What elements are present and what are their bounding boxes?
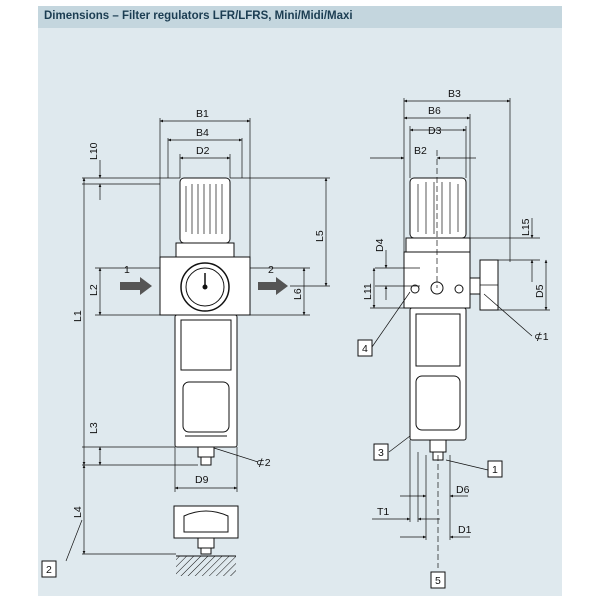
dim-B3: B3 <box>448 88 461 100</box>
dim-B1: B1 <box>196 108 209 120</box>
dim-L1: L1 <box>72 310 84 322</box>
dim-L10: L10 <box>88 142 100 160</box>
header-bar <box>38 6 562 28</box>
page-title: Dimensions – Filter regulators LFR/LFRS,… <box>44 10 353 22</box>
front-view <box>159 177 251 576</box>
port-in-label: 1 <box>124 264 130 276</box>
dim-B4: B4 <box>196 127 209 139</box>
drawing-frame <box>38 6 562 596</box>
dim-D6: D6 <box>456 484 470 496</box>
side-knob <box>409 177 467 239</box>
port-out-label: 2 <box>268 264 274 276</box>
dim-D5: D5 <box>534 284 546 298</box>
callout-5: 5 <box>435 575 441 587</box>
dim-L11: L11 <box>362 283 374 300</box>
wrench-label-2: ⊄2 <box>256 457 271 469</box>
dim-L4: L4 <box>72 506 84 518</box>
front-dimension-lines <box>65 118 330 562</box>
callout-2: 2 <box>46 564 52 576</box>
dim-L15: L15 <box>520 218 532 236</box>
wrench-label-1: ⊄1 <box>534 331 549 343</box>
dim-D1: D1 <box>458 524 472 536</box>
dim-L5: L5 <box>314 230 326 242</box>
dim-L3: L3 <box>88 422 100 434</box>
dim-L2: L2 <box>88 284 100 296</box>
callout-1: 1 <box>492 464 498 476</box>
callout-3: 3 <box>378 447 384 459</box>
side-gauge <box>469 277 481 295</box>
flow-arrows <box>120 277 288 295</box>
dim-L6: L6 <box>292 288 304 300</box>
mounting-hole <box>410 284 420 294</box>
dim-D9: D9 <box>195 474 209 486</box>
dim-D2: D2 <box>196 145 210 157</box>
adjusting-knob <box>179 177 231 244</box>
dim-B6: B6 <box>428 105 441 117</box>
callout-4: 4 <box>362 343 368 355</box>
dim-T1: T1 <box>377 506 389 518</box>
callout-boxes <box>41 339 503 589</box>
side-dimension-lines <box>370 98 550 568</box>
dim-D4: D4 <box>374 238 386 252</box>
dim-D3: D3 <box>428 125 442 137</box>
dim-B2: B2 <box>414 145 427 157</box>
side-view <box>403 177 499 461</box>
